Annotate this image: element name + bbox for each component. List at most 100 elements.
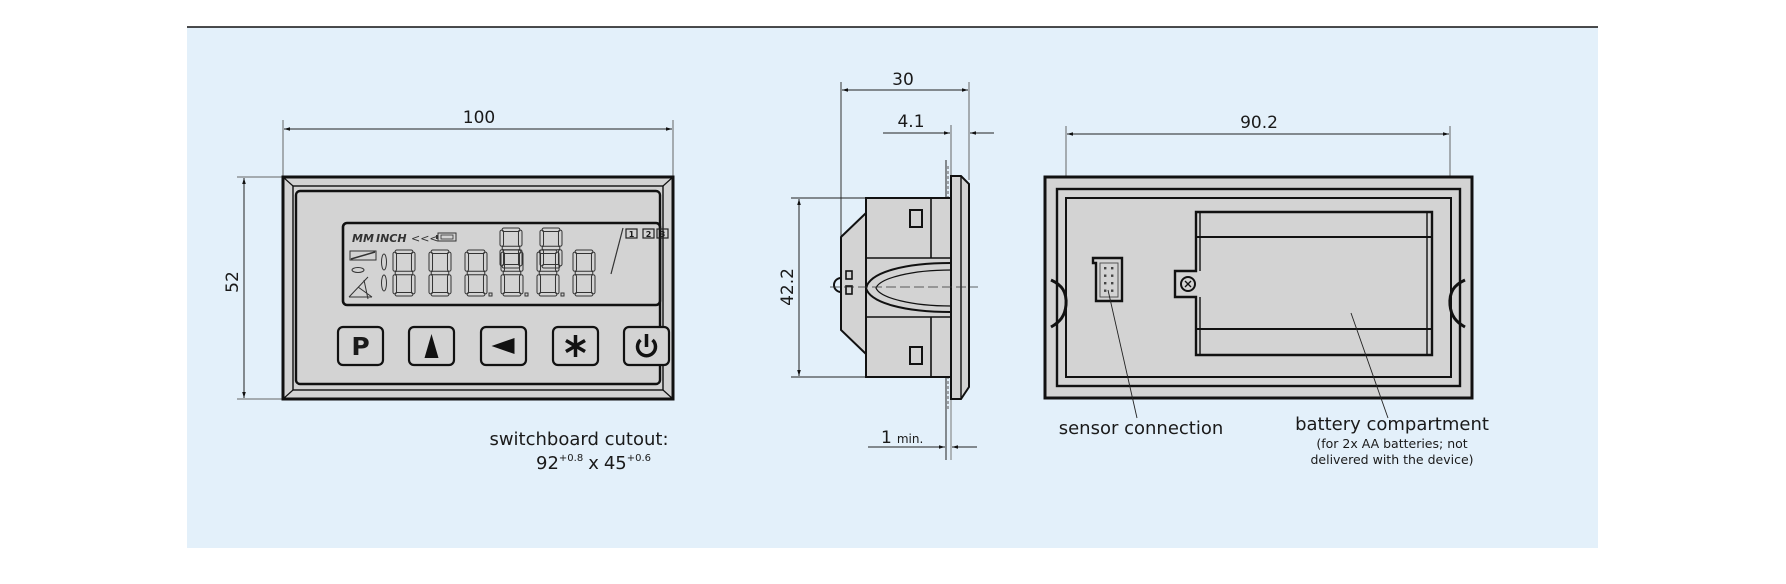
side-clip-slot	[909, 209, 923, 228]
lcd-segment	[517, 249, 523, 267]
lcd-one-segment-bottom	[381, 274, 387, 292]
button-frame[interactable]	[336, 325, 385, 367]
lcd-segment	[428, 274, 434, 295]
lcd-segment	[394, 270, 414, 276]
lcd-channel-label: 3	[660, 230, 666, 239]
lcd-segment	[574, 270, 594, 276]
cutout-times: x	[588, 453, 599, 474]
lcd-segment	[517, 229, 523, 247]
lcd-digit	[536, 249, 565, 297]
lcd-segment	[539, 249, 545, 267]
lcd-segment	[466, 270, 486, 276]
side-clip-slot	[909, 346, 923, 365]
cutout-height: 45	[604, 453, 627, 474]
lcd-segment	[410, 274, 416, 295]
lcd-channel-box	[625, 228, 638, 239]
connector-pin	[1111, 274, 1114, 277]
lcd-digit	[499, 227, 523, 269]
lcd-segment	[428, 251, 434, 272]
lcd-segment	[500, 251, 506, 272]
lcd-digit	[392, 249, 416, 297]
lcd-segment	[392, 274, 398, 295]
power-button[interactable]	[622, 325, 671, 367]
lcd-decimal-point	[560, 292, 565, 297]
bezel-corner	[282, 176, 294, 187]
power-icon	[635, 334, 658, 358]
lcd-segment	[518, 251, 524, 272]
battery-note-line2: delivered with the device)	[1310, 452, 1473, 467]
cutout-height-tolerance: +0.6	[627, 453, 651, 464]
lcd-segment	[518, 274, 524, 295]
sensor-connector	[1091, 256, 1124, 303]
lcd-indicator-rewind: <<<	[411, 232, 439, 245]
lcd-digit	[428, 249, 452, 297]
dim-height-label: 52	[223, 271, 243, 293]
lcd-segment	[541, 245, 561, 251]
rear-view: 90.2 sensor connection battery com	[1043, 113, 1489, 467]
dim-body-height-label: 42.2	[778, 268, 798, 306]
side-rear-cap	[840, 210, 867, 357]
lcd-segment	[500, 274, 506, 295]
lcd-segment	[482, 274, 488, 295]
leader-battery	[1350, 312, 1389, 419]
lcd-segment	[538, 270, 558, 276]
side-bezel	[950, 175, 970, 400]
lcd-segment	[536, 274, 542, 295]
star-button[interactable]	[551, 325, 600, 367]
lcd-segment	[464, 274, 470, 295]
lcd-digit	[500, 249, 529, 297]
cutout-width: 92	[536, 453, 559, 474]
lcd-slash	[610, 227, 624, 275]
lcd-segment	[590, 274, 596, 295]
connector-pin	[1111, 282, 1114, 285]
dim-rear-width-label: 90.2	[1240, 113, 1278, 133]
side-connector-pin	[845, 270, 853, 280]
up-button[interactable]	[407, 325, 456, 367]
lcd-segment	[554, 251, 560, 272]
lcd-segment	[410, 251, 416, 272]
lcd-digit	[539, 227, 563, 269]
lcd-segment	[430, 270, 450, 276]
side-clamp	[864, 262, 952, 313]
connector-pin	[1104, 274, 1107, 277]
lcd-decimal-point	[524, 292, 529, 297]
triangle-left-icon	[491, 338, 515, 354]
battery-compartment	[1173, 210, 1434, 357]
lcd-digit	[464, 249, 493, 297]
lcd-channel-box	[642, 228, 655, 239]
lcd-ramp-icon	[349, 250, 377, 261]
p-letter-icon: P	[351, 332, 369, 361]
dim-thickness-value: 1	[881, 428, 892, 448]
side-view: 30 4.1 42.2	[778, 70, 994, 460]
front-view: 100 52 MM INCH <<< 1 2	[223, 108, 675, 401]
lcd-indicator-mm: MM	[352, 232, 374, 245]
screw-cross	[1184, 280, 1192, 288]
lcd-segment	[501, 245, 521, 251]
lcd-segment	[572, 251, 578, 272]
lcd-segment	[536, 251, 542, 272]
lcd-segment	[499, 229, 505, 247]
lcd-ramp-line	[350, 251, 376, 260]
cutout-width-tolerance: +0.8	[559, 453, 583, 464]
lcd-segment	[539, 229, 545, 247]
lcd-segment	[554, 274, 560, 295]
cutout-label: switchboard cutout:	[489, 429, 668, 450]
battery-compartment-label: battery compartment	[1295, 414, 1489, 435]
left-button[interactable]	[479, 325, 528, 367]
rear-inner-frame	[1065, 197, 1452, 378]
lcd-segment	[557, 249, 563, 267]
triangle-up-icon	[424, 334, 439, 358]
p-button[interactable]: P	[336, 325, 385, 367]
bezel-corner	[662, 176, 674, 187]
side-connector-bump	[833, 277, 842, 293]
dim-thickness-suffix: min.	[897, 432, 923, 446]
lcd-segment	[572, 274, 578, 295]
lcd-channel-label: 1	[629, 230, 635, 239]
dim-bezel-label: 4.1	[897, 112, 924, 132]
lcd-segment	[482, 251, 488, 272]
lcd-digits	[392, 227, 596, 297]
sensor-connection-label: sensor connection	[1059, 418, 1224, 439]
connector-pin	[1111, 267, 1114, 270]
rear-middle-frame	[1055, 187, 1462, 388]
